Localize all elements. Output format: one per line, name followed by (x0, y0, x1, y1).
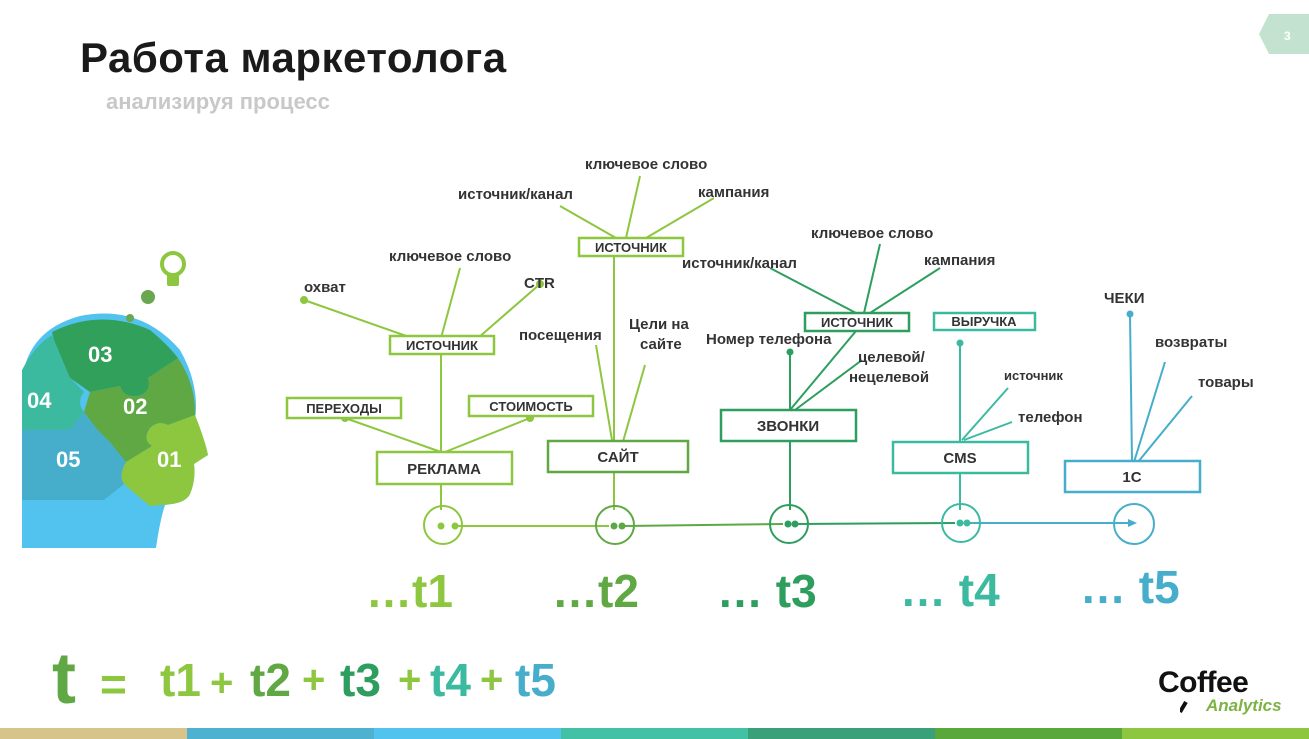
label-kampaniya-3: кампания (924, 252, 995, 269)
timeline-arrow (1128, 519, 1137, 527)
box-cms (891, 440, 1030, 475)
time-label-t2: …t2 (552, 565, 639, 617)
box-istochnik-3-label: ИСТОЧНИК (821, 315, 893, 330)
boxes (285, 236, 1202, 494)
box-istochnik-1 (388, 334, 496, 356)
puzzle-piece-01 (121, 415, 208, 506)
box-vyruchka-label: ВЫРУЧКА (951, 314, 1017, 329)
box-zvonki-label: ЗВОНКИ (757, 418, 819, 435)
label-poseshcheniya: посещения (519, 327, 602, 344)
timeline-node-t5 (1113, 503, 1155, 545)
box-perekhody-label: ПЕРЕХОДЫ (306, 401, 382, 416)
box-sayt (546, 439, 690, 474)
puzzle-piece-05 (22, 412, 126, 500)
box-1c (1063, 459, 1202, 494)
footer-segment (1122, 728, 1309, 739)
puzzle-piece-02 (84, 358, 196, 462)
footer-segment (748, 728, 935, 739)
puzzle-piece-04 (22, 335, 84, 430)
box-istochnik-1-label: ИСТОЧНИК (406, 338, 478, 353)
label-tseli-line1: Цели на (629, 316, 689, 333)
timeline-node-t4 (941, 503, 981, 543)
thought-bubble-medium (141, 290, 155, 304)
formula-equals: = (100, 658, 127, 710)
formula-term-t4: t4 (430, 654, 471, 706)
box-sayt-label: САЙТ (597, 448, 638, 466)
label-klyuchevoe-3: ключевое слово (811, 225, 933, 242)
puzzle-label-01: 01 (157, 447, 181, 472)
label-tselevoy-line2: нецелевой (849, 369, 929, 386)
box-zvonki (719, 408, 858, 443)
label-kampaniya-2: кампания (698, 184, 769, 201)
formula-plus-3: + (398, 658, 421, 702)
puzzle-label-05: 05 (56, 447, 80, 472)
box-istochnik-2-label: ИСТОЧНИК (595, 240, 667, 255)
footer-segment (374, 728, 561, 739)
time-label-t1: …t1 (366, 565, 453, 617)
label-istochnik-4: источник (1004, 368, 1063, 383)
label-tselevoy-line1: целевой/ (858, 349, 926, 366)
formula-plus-4: + (480, 658, 503, 702)
footer-segment (0, 728, 187, 739)
page-number: 3 (1284, 29, 1291, 43)
formula-plus-1: + (210, 661, 233, 705)
magnifier-icon (1180, 700, 1188, 714)
label-nomer-telefona: Номер телефона (706, 331, 832, 348)
box-stoimost-label: СТОИМОСТЬ (489, 399, 572, 414)
page-number-badge (1259, 14, 1309, 54)
connector-lines (303, 175, 1193, 527)
formula-term-t1: t1 (160, 654, 201, 706)
timeline-node-t3 (769, 504, 809, 544)
footer-segment (187, 728, 374, 739)
footer-segment (935, 728, 1122, 739)
formula-term-t2: t2 (250, 654, 291, 706)
box-istochnik-2 (577, 236, 685, 258)
lightbulb-icon (160, 251, 186, 286)
logo-coffee-text: Coffee (1158, 666, 1249, 699)
logo-analytics-text: Analytics (1206, 696, 1282, 715)
thought-bubble-small (126, 314, 134, 322)
box-vyruchka (932, 311, 1037, 332)
label-ctr: CTR (524, 275, 555, 292)
page-title: Работа маркетолога (80, 34, 507, 81)
box-istochnik-3 (803, 311, 911, 333)
label-okhvat: охват (304, 279, 346, 296)
box-perekhody (285, 396, 403, 420)
timeline-segment-3 (795, 522, 956, 525)
puzzle-label-04: 04 (27, 388, 52, 413)
formula-plus-2: + (302, 658, 325, 702)
formula-total: t (52, 639, 76, 719)
box-cms-label: CMS (943, 450, 976, 467)
puzzle-piece-03 (52, 319, 178, 397)
box-reklama-label: РЕКЛАМА (407, 461, 481, 478)
timeline-node-t1 (423, 505, 463, 545)
label-klyuchevoe-1: ключевое слово (389, 248, 511, 265)
label-klyuchevoe-2: ключевое слово (585, 156, 707, 173)
formula: t = t1 + t2 + t3 + t4 + t5 (52, 639, 556, 719)
puzzle-label-03: 03 (88, 342, 112, 367)
label-istochnik-kanal-3: источник/канал (682, 255, 797, 272)
time-label-t4: … t4 (900, 564, 1000, 616)
label-vozvraty: возвраты (1155, 334, 1227, 351)
label-tovary: товары (1198, 374, 1254, 391)
timeline-node-t2 (595, 505, 635, 545)
timeline-segment-2 (621, 523, 784, 527)
label-telefon: телефон (1018, 409, 1083, 426)
head-illustration: 03 04 02 05 01 (22, 251, 208, 548)
box-stoimost (467, 394, 595, 418)
time-label-t5: … t5 (1080, 561, 1180, 613)
formula-term-t5: t5 (515, 654, 556, 706)
page-subtitle: анализируя процесс (106, 89, 330, 114)
footer-segment (561, 728, 748, 739)
puzzle-label-02: 02 (123, 394, 147, 419)
timeline-nodes (423, 503, 1155, 545)
formula-term-t3: t3 (340, 654, 381, 706)
box-1c-label: 1С (1122, 469, 1141, 486)
label-tseli-line2: сайте (640, 336, 682, 353)
time-label-t3: … t3 (717, 565, 817, 617)
box-reklama (375, 450, 514, 486)
label-cheki: ЧЕКИ (1104, 290, 1144, 307)
label-istochnik-kanal-2: источник/канал (458, 186, 573, 203)
